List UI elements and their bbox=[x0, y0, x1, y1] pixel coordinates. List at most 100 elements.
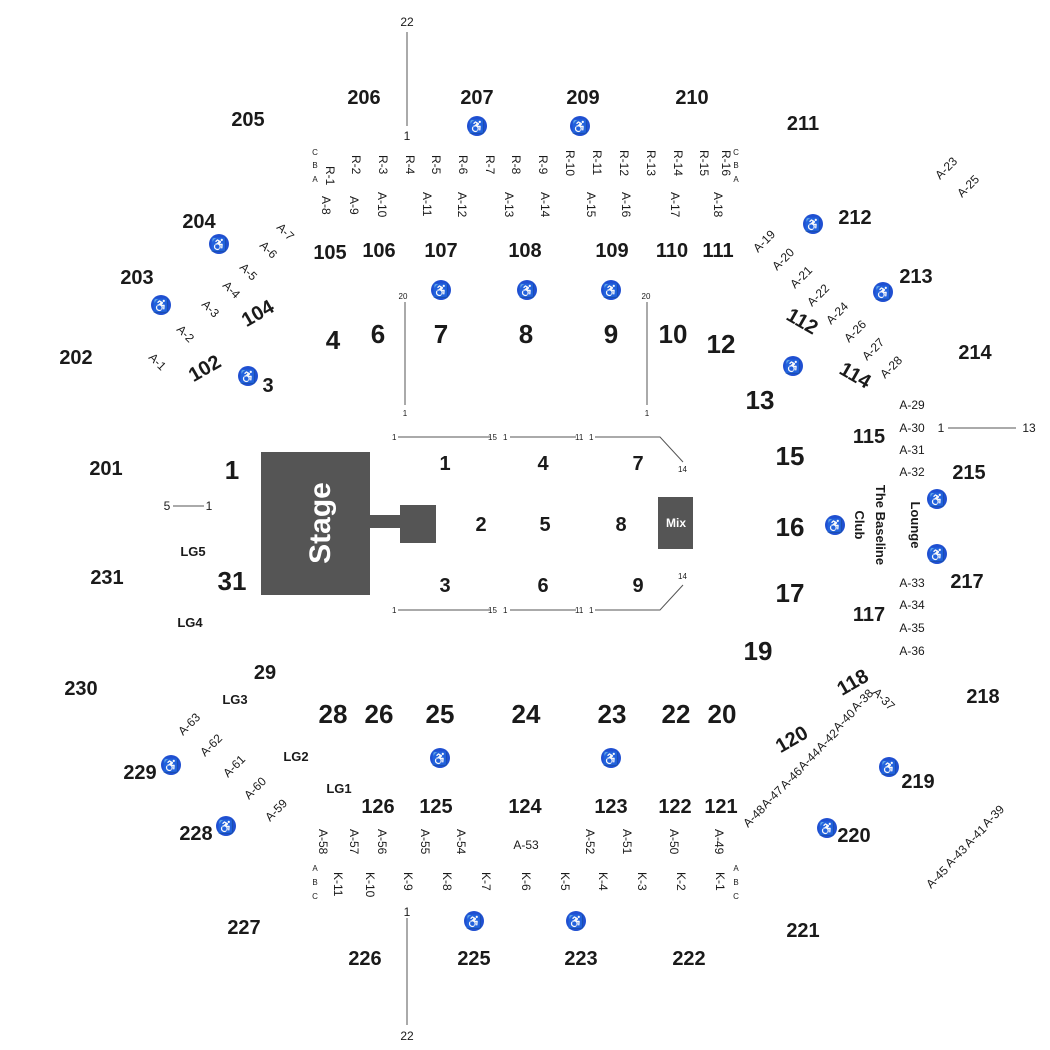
box-a-19[interactable]: A-19 bbox=[750, 227, 778, 255]
box-a-34[interactable]: A-34 bbox=[899, 598, 925, 612]
box-a-18[interactable]: A-18 bbox=[711, 192, 725, 218]
box-a-39[interactable]: A-39 bbox=[979, 802, 1007, 830]
section-211[interactable]: 211 bbox=[787, 113, 819, 135]
box-a-11[interactable]: A-11 bbox=[420, 192, 434, 217]
box-a-52[interactable]: A-52 bbox=[583, 829, 597, 855]
box-a-35[interactable]: A-35 bbox=[899, 621, 925, 635]
plaza-section-15[interactable]: 15 bbox=[776, 441, 805, 471]
plaza-section-4[interactable]: 4 bbox=[326, 325, 341, 355]
section-117[interactable]: 117 bbox=[853, 604, 885, 626]
plaza-section-8[interactable]: 8 bbox=[519, 319, 533, 349]
section-108[interactable]: 108 bbox=[508, 240, 541, 262]
box-a-1[interactable]: A-1 bbox=[146, 350, 169, 373]
box-a-9[interactable]: A-9 bbox=[347, 196, 361, 215]
section-112[interactable]: 112 bbox=[783, 304, 822, 339]
section-126[interactable]: 126 bbox=[361, 796, 394, 818]
box-a-14[interactable]: A-14 bbox=[538, 192, 552, 218]
plaza-section-1[interactable]: 1 bbox=[225, 455, 239, 485]
lodge-lg1[interactable]: LG1 bbox=[326, 781, 351, 796]
section-121[interactable]: 121 bbox=[704, 796, 737, 818]
box-a-30[interactable]: A-30 bbox=[899, 421, 925, 435]
box-a-29[interactable]: A-29 bbox=[899, 398, 925, 412]
section-115[interactable]: 115 bbox=[853, 426, 885, 448]
plaza-section-3[interactable]: 3 bbox=[262, 375, 273, 397]
plaza-section-28[interactable]: 28 bbox=[319, 699, 348, 729]
box-a-7[interactable]: A-7 bbox=[274, 220, 297, 243]
lodge-lg2[interactable]: LG2 bbox=[283, 749, 308, 764]
box-a-57[interactable]: A-57 bbox=[347, 829, 361, 855]
section-104[interactable]: 104 bbox=[238, 295, 279, 331]
box-a-59[interactable]: A-59 bbox=[262, 796, 290, 824]
box-a-25[interactable]: A-25 bbox=[954, 172, 982, 200]
box-a-17[interactable]: A-17 bbox=[668, 192, 682, 218]
floor-section-6[interactable]: 6 bbox=[537, 575, 548, 597]
section-228[interactable]: 228 bbox=[179, 823, 212, 845]
lodge-lg5[interactable]: LG5 bbox=[180, 544, 205, 559]
section-230[interactable]: 230 bbox=[64, 678, 97, 700]
plaza-section-9[interactable]: 9 bbox=[604, 319, 618, 349]
section-203[interactable]: 203 bbox=[120, 267, 153, 289]
section-202[interactable]: 202 bbox=[59, 347, 92, 369]
section-205[interactable]: 205 bbox=[231, 109, 264, 131]
box-a-61[interactable]: A-61 bbox=[220, 752, 248, 780]
floor-section-5[interactable]: 5 bbox=[539, 514, 550, 536]
box-a-63[interactable]: A-63 bbox=[175, 710, 203, 738]
section-209[interactable]: 209 bbox=[566, 87, 599, 109]
box-a-4[interactable]: A-4 bbox=[220, 278, 243, 301]
plaza-section-19[interactable]: 19 bbox=[744, 636, 773, 666]
section-210[interactable]: 210 bbox=[675, 87, 708, 109]
section-217[interactable]: 217 bbox=[950, 571, 983, 593]
section-122[interactable]: 122 bbox=[658, 796, 691, 818]
plaza-section-7[interactable]: 7 bbox=[434, 319, 448, 349]
floor-section-7[interactable]: 7 bbox=[632, 453, 643, 475]
plaza-section-26[interactable]: 26 bbox=[365, 699, 394, 729]
section-123[interactable]: 123 bbox=[594, 796, 627, 818]
section-201[interactable]: 201 bbox=[89, 458, 122, 480]
box-a-62[interactable]: A-62 bbox=[197, 731, 225, 759]
box-a-21[interactable]: A-21 bbox=[787, 263, 815, 291]
section-215[interactable]: 215 bbox=[952, 462, 985, 484]
box-a-2[interactable]: A-2 bbox=[174, 322, 197, 345]
box-a-55[interactable]: A-55 bbox=[418, 829, 432, 855]
section-207[interactable]: 207 bbox=[460, 87, 493, 109]
section-213[interactable]: 213 bbox=[899, 266, 932, 288]
box-a-13[interactable]: A-13 bbox=[502, 192, 516, 218]
box-a-8[interactable]: A-8 bbox=[319, 196, 333, 215]
box-a-28[interactable]: A-28 bbox=[877, 353, 905, 381]
section-212[interactable]: 212 bbox=[838, 207, 871, 229]
section-225[interactable]: 225 bbox=[457, 948, 490, 970]
plaza-section-20[interactable]: 20 bbox=[708, 699, 737, 729]
plaza-section-31[interactable]: 31 bbox=[218, 566, 247, 596]
section-107[interactable]: 107 bbox=[424, 240, 457, 262]
section-125[interactable]: 125 bbox=[419, 796, 452, 818]
plaza-section-16[interactable]: 16 bbox=[776, 512, 805, 542]
box-a-53[interactable]: A-53 bbox=[513, 838, 539, 852]
section-222[interactable]: 222 bbox=[672, 948, 705, 970]
box-a-33[interactable]: A-33 bbox=[899, 576, 925, 590]
section-110[interactable]: 110 bbox=[656, 240, 688, 262]
plaza-section-22[interactable]: 22 bbox=[662, 699, 691, 729]
box-a-36[interactable]: A-36 bbox=[899, 644, 925, 658]
section-111[interactable]: 111 bbox=[702, 240, 733, 262]
section-220[interactable]: 220 bbox=[837, 825, 870, 847]
box-a-60[interactable]: A-60 bbox=[241, 774, 269, 802]
plaza-section-23[interactable]: 23 bbox=[598, 699, 627, 729]
floor-section-8[interactable]: 8 bbox=[615, 514, 626, 536]
section-226[interactable]: 226 bbox=[348, 948, 381, 970]
box-a-51[interactable]: A-51 bbox=[620, 829, 634, 855]
lodge-lg4[interactable]: LG4 bbox=[177, 615, 203, 630]
plaza-section-25[interactable]: 25 bbox=[426, 699, 455, 729]
box-a-15[interactable]: A-15 bbox=[584, 192, 598, 218]
box-a-20[interactable]: A-20 bbox=[769, 245, 797, 273]
section-218[interactable]: 218 bbox=[966, 686, 999, 708]
box-a-23[interactable]: A-23 bbox=[932, 154, 960, 182]
plaza-section-29[interactable]: 29 bbox=[254, 662, 276, 684]
box-a-45[interactable]: A-45 bbox=[923, 863, 951, 891]
lodge-lg3[interactable]: LG3 bbox=[222, 692, 247, 707]
section-206[interactable]: 206 bbox=[347, 87, 380, 109]
section-124[interactable]: 124 bbox=[508, 796, 542, 818]
box-a-12[interactable]: A-12 bbox=[455, 192, 469, 218]
section-219[interactable]: 219 bbox=[901, 771, 934, 793]
box-a-54[interactable]: A-54 bbox=[454, 829, 468, 855]
box-a-49[interactable]: A-49 bbox=[712, 829, 726, 855]
